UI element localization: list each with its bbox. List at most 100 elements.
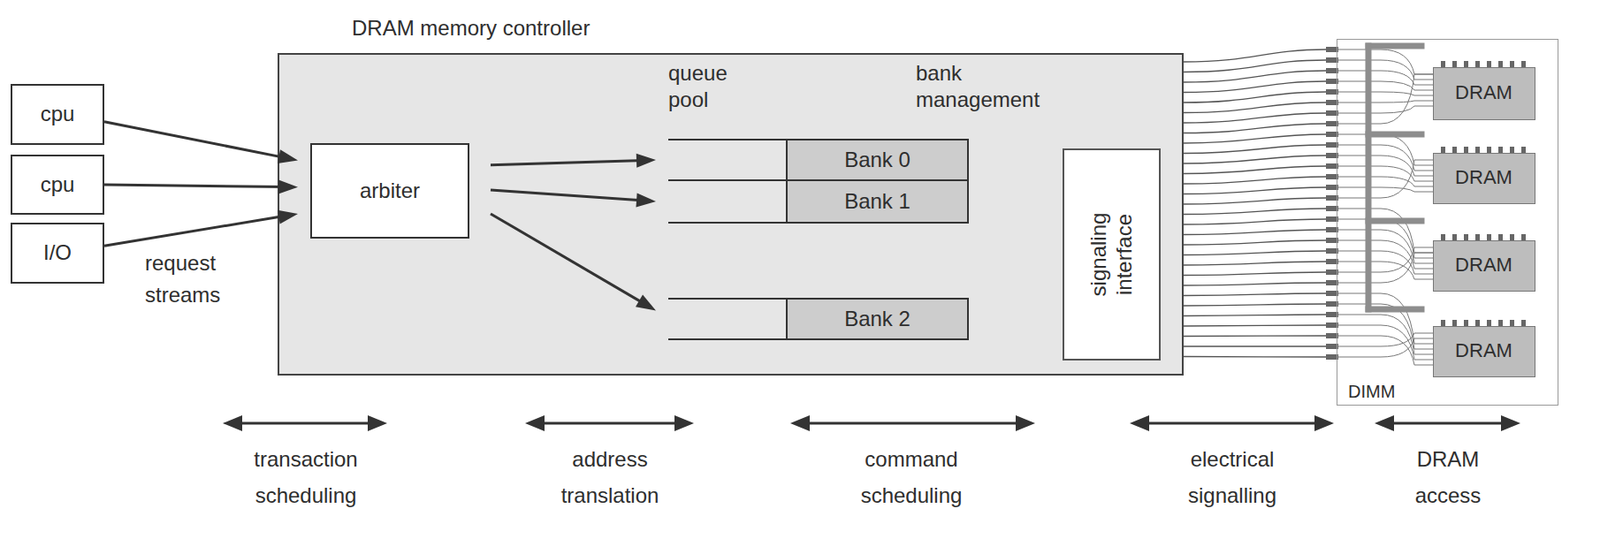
stage-label: command scheduling bbox=[845, 441, 978, 515]
signal-wire bbox=[1183, 345, 1326, 347]
signal-wire bbox=[1183, 251, 1326, 256]
bank-cell: Bank 0 bbox=[785, 138, 969, 182]
connector-line bbox=[104, 184, 287, 188]
signal-wire bbox=[1183, 335, 1326, 337]
chip-wire bbox=[1338, 160, 1433, 199]
stage-label: address translation bbox=[543, 441, 677, 515]
signal-wire bbox=[1183, 356, 1326, 359]
chip-wire bbox=[1338, 106, 1433, 114]
controller-box: DRAM memory controllerarbiterBank 0Bank … bbox=[277, 53, 1184, 376]
node-text: DRAM bbox=[1455, 253, 1513, 277]
signal-wire bbox=[1183, 198, 1326, 205]
arrow-head bbox=[1500, 415, 1521, 432]
chip-wire bbox=[1338, 176, 1433, 187]
source-box: I/O bbox=[10, 222, 105, 284]
chip-wire bbox=[1338, 338, 1433, 358]
bank-queue: Bank 2 bbox=[668, 297, 969, 341]
bank-cell: Bank 2 bbox=[785, 297, 969, 341]
signal-wire bbox=[1183, 282, 1326, 286]
arrow-head bbox=[1314, 415, 1334, 432]
arrow-head bbox=[1129, 415, 1150, 432]
node-text: DRAM bbox=[1455, 81, 1513, 105]
signal-wire bbox=[1183, 102, 1326, 114]
arrow-head bbox=[635, 294, 656, 311]
chip-wire bbox=[1338, 229, 1433, 264]
node-text: cpu bbox=[40, 101, 76, 128]
interface-label: signaling interface bbox=[1086, 188, 1138, 321]
signal-wire bbox=[1183, 304, 1326, 306]
signal-wire bbox=[1183, 229, 1326, 236]
bank-cell: Bank 1 bbox=[785, 179, 969, 224]
node-text: Bank 2 bbox=[844, 306, 911, 333]
chip-wire bbox=[1338, 166, 1433, 182]
chip-wire bbox=[1338, 208, 1433, 253]
module-label: DIMM bbox=[1348, 380, 1395, 403]
column-heading: queue pool bbox=[668, 60, 766, 114]
arrow-head bbox=[278, 179, 298, 194]
chip-wire bbox=[1338, 325, 1433, 360]
connector-arrow bbox=[104, 121, 298, 164]
arrow-head bbox=[1015, 415, 1036, 432]
stage-label: DRAM access bbox=[1399, 441, 1497, 515]
bank-queue: Bank 1 bbox=[668, 179, 969, 224]
chip-wire bbox=[1338, 74, 1433, 124]
arrow-head bbox=[636, 153, 656, 168]
signal-wire bbox=[1183, 208, 1326, 215]
signal-wire bbox=[1183, 144, 1326, 154]
chip-wire bbox=[1338, 314, 1433, 355]
arrow-head bbox=[277, 149, 298, 164]
dram-chip: DRAM bbox=[1432, 240, 1536, 292]
signal-wire bbox=[1183, 81, 1326, 93]
stage-label: electrical signalling bbox=[1165, 441, 1299, 515]
chip-wire bbox=[1338, 240, 1433, 269]
chip-wire bbox=[1338, 134, 1433, 166]
signal-wire bbox=[1183, 314, 1326, 317]
arbiter-box: arbiter bbox=[310, 143, 470, 239]
range-line bbox=[802, 422, 1023, 426]
chip-wire bbox=[1338, 219, 1433, 259]
signal-wire bbox=[1183, 91, 1326, 103]
signal-wire bbox=[1183, 272, 1326, 276]
chip-wire bbox=[1338, 91, 1433, 96]
signal-wire bbox=[1183, 261, 1326, 266]
signal-wire bbox=[1183, 123, 1326, 134]
connector-line bbox=[490, 213, 647, 305]
chip-wire bbox=[1338, 251, 1433, 275]
arrow-head bbox=[277, 210, 298, 225]
chip-wire bbox=[1338, 335, 1433, 366]
signal-wire bbox=[1183, 325, 1326, 327]
signal-wire bbox=[1183, 240, 1326, 245]
signal-wire bbox=[1183, 293, 1326, 297]
node-text: DRAM bbox=[1455, 166, 1513, 190]
bus-bar bbox=[1368, 43, 1422, 50]
chip-wire bbox=[1338, 187, 1433, 192]
stage-label: transaction scheduling bbox=[239, 441, 373, 515]
node-text: arbiter bbox=[359, 178, 420, 205]
node-text: I/O bbox=[43, 240, 72, 267]
bus-bar bbox=[1368, 131, 1422, 138]
range-line bbox=[1142, 422, 1322, 426]
signal-wire bbox=[1183, 155, 1326, 164]
arrow-head bbox=[1374, 415, 1395, 432]
signal-wire bbox=[1183, 113, 1326, 123]
chip-wire bbox=[1338, 252, 1433, 283]
stage-arrows bbox=[222, 415, 1521, 432]
source-box: cpu bbox=[10, 83, 105, 145]
bank-queue: Bank 0 bbox=[668, 138, 969, 182]
signal-wire bbox=[1183, 166, 1326, 175]
bus-bar bbox=[1365, 45, 1372, 310]
node-text: Bank 0 bbox=[844, 147, 911, 174]
interface-box: signaling interface bbox=[1062, 148, 1161, 361]
arrow-head bbox=[790, 415, 810, 432]
dram-chip: DRAM bbox=[1432, 67, 1536, 121]
connector-arrow bbox=[490, 153, 656, 168]
range-line bbox=[537, 422, 682, 426]
signal-wire bbox=[1183, 219, 1326, 225]
dram-chip: DRAM bbox=[1432, 326, 1536, 378]
connector-line bbox=[490, 190, 645, 201]
arrow-head bbox=[525, 415, 545, 432]
node-text: DRAM bbox=[1455, 339, 1513, 363]
connector-arrow bbox=[104, 179, 298, 194]
signal-wire bbox=[1183, 187, 1326, 195]
